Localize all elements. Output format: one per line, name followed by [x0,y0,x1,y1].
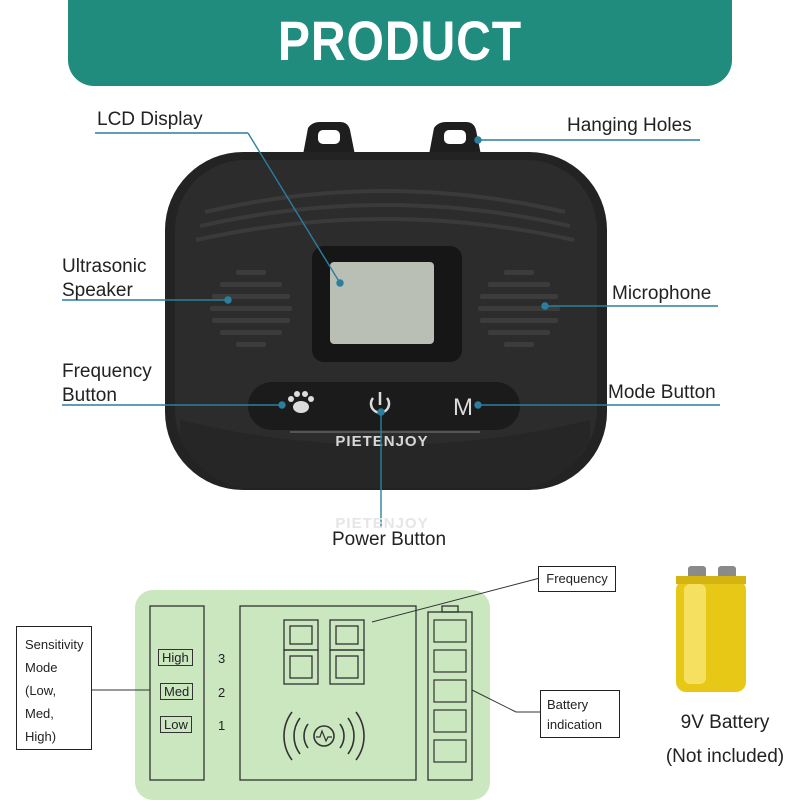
page-title: PRODUCT INTRODUCTION [210,9,590,137]
battery-cells [433,619,467,763]
sensitivity-line1: Sensitivity [25,637,84,652]
lcd-diagram-panel [135,590,490,800]
callout-mode-button: Mode Button [608,382,716,403]
sensitivity-line2: Mode [25,660,58,675]
level-med: Med [160,683,194,700]
battery-label-line1: Battery [547,697,589,712]
sensitivity-column [149,605,205,781]
level-number-2: 2 [218,685,226,700]
nine-volt-battery [676,566,746,692]
sensitivity-line5: High) [25,729,57,744]
level-number-1: 1 [218,718,226,733]
microphone-grille [478,270,560,347]
callout-frequency-line1: Frequency [62,361,152,382]
lcd-screen [330,262,434,344]
leader-lines [62,132,720,527]
paw-icon [288,391,314,413]
sound-wave-icon [283,711,365,761]
button-strip [248,382,520,430]
sensitivity-line4: Med, [25,706,54,721]
sensitivity-label-box: Sensitivity Mode (Low, Med, High) [16,626,92,750]
battery-caption: 9V Battery (Not included) [655,706,795,774]
hanging-holes [302,122,482,160]
mode-button-glyph: M [453,394,473,421]
header-banner: PRODUCT INTRODUCTION [68,0,732,137]
speaker-grille [210,270,292,347]
callout-ultrasonic-line2: Speaker [62,280,133,301]
callout-power-button: Power Button [332,529,447,550]
callout-microphone: Microphone [612,283,712,304]
display-area [239,605,417,781]
callout-lcd-display: LCD Display [97,109,203,130]
battery-caption-line2: (Not included) [665,746,785,767]
level-low: Low [160,716,192,733]
frequency-digits [283,619,365,685]
callout-ultrasonic-line1: Ultrasonic [62,256,147,277]
level-number-3: 3 [218,651,226,666]
callout-hanging-holes: Hanging Holes [567,115,692,136]
frequency-label: Frequency [546,571,608,586]
callout-frequency-line2: Button [62,385,117,406]
level-high: High [158,649,193,666]
brand-reflection: PIETENJOY [335,515,428,532]
frequency-label-box: Frequency [538,566,616,592]
battery-caption-line1: 9V Battery [680,712,770,733]
battery-indication-box: Battery indication [540,690,620,738]
sensitivity-line3: (Low, [25,683,57,698]
battery-label-line2: indication [547,717,602,732]
